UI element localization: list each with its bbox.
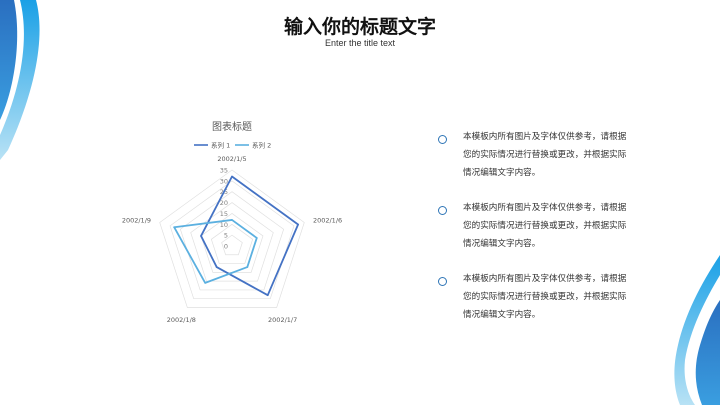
tick-label: 35 (220, 167, 228, 175)
top-left-dark-shape (0, 0, 18, 120)
series-1-line (200, 175, 299, 297)
category-label: 2002/1/8 (167, 316, 196, 324)
series-2-point (173, 226, 175, 229)
top-left-light-stripe (0, 0, 40, 160)
grid-ring (169, 180, 295, 300)
grid-ring (210, 223, 254, 264)
series-1-point (231, 175, 233, 178)
series-1-point (215, 266, 218, 268)
grid-ring (221, 234, 243, 256)
bottom-right-dark-shape (695, 300, 720, 405)
series-1-point (200, 235, 202, 237)
grid-ring (159, 169, 305, 308)
series-1-point (266, 294, 269, 296)
circle-bullet-icon (438, 135, 447, 144)
bottom-right-light-stripe (674, 255, 720, 405)
series-2-point (246, 266, 249, 268)
chart-legend: 系列 1 系列 2 (194, 141, 271, 150)
series-2-point (231, 219, 233, 221)
page-subtitle: Enter the title text (324, 38, 396, 48)
grid-ring (179, 191, 285, 291)
page-title: 输入你的标题文字 (283, 16, 436, 38)
item-text: 本模板内所有图片及字体仅供参考，请根据您的实际情况进行替换或更改，并根据实际情况… (463, 274, 627, 320)
chart-title: 图表标题 (212, 120, 252, 133)
item-text: 本模板内所有图片及字体仅供参考，请根据您的实际情况进行替换或更改，并根据实际情况… (463, 203, 627, 249)
series-2-point (255, 237, 258, 239)
series-1-point (297, 223, 299, 226)
category-labels: 2002/1/5 2002/1/6 2002/1/7 2002/1/8 2002/1/9 (122, 155, 342, 324)
tick-label: 5 (224, 232, 228, 240)
series-lines (173, 175, 299, 297)
category-label: 2002/1/7 (268, 316, 297, 324)
tick-label: 30 (220, 177, 228, 185)
tick-label: 10 (220, 221, 228, 229)
category-label: 2002/1/5 (217, 155, 246, 163)
legend-label-series-1: 系列 1 (211, 141, 230, 150)
tick-label: 20 (220, 199, 228, 207)
series-2-line (173, 219, 258, 284)
circle-bullet-icon (438, 277, 447, 286)
series-2-point (204, 282, 206, 284)
category-label: 2002/1/6 (313, 217, 342, 225)
legend-label-series-2: 系列 2 (252, 141, 271, 150)
grid-ring (190, 202, 274, 282)
tick-label: 15 (220, 210, 228, 218)
category-label: 2002/1/9 (122, 217, 151, 225)
item-text: 本模板内所有图片及字体仅供参考，请根据您的实际情况进行替换或更改，并根据实际情况… (463, 132, 627, 178)
circle-bullet-icon (438, 206, 447, 215)
tick-label: 0 (224, 243, 228, 251)
